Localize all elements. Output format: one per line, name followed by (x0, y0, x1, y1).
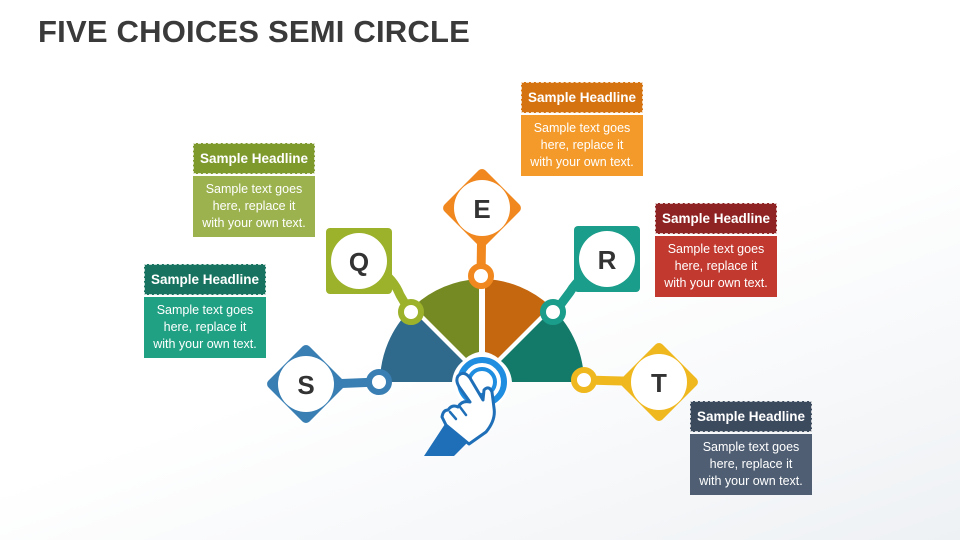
ring-q (398, 299, 424, 325)
card-text: Sample text goes here, replace it with y… (690, 434, 812, 495)
node-letter-e: E (473, 194, 490, 224)
card-text: Sample text goes here, replace it with y… (144, 297, 266, 358)
card-headline: Sample Headline (521, 82, 643, 113)
ring-r (540, 299, 566, 325)
card-text-line: Sample text goes (205, 182, 303, 196)
card-text-line: with your own text. (530, 155, 634, 169)
card-headline: Sample Headline (144, 264, 266, 295)
card-text-line: Sample text goes (667, 242, 765, 256)
node-s[interactable]: S (265, 343, 347, 425)
card-slate: Sample Headline Sample text goes here, r… (690, 401, 812, 495)
card-text-line: Sample text goes (702, 440, 800, 454)
pointing-hand-icon (424, 371, 496, 456)
card-teal: Sample Headline Sample text goes here, r… (144, 264, 266, 358)
card-headline: Sample Headline (690, 401, 812, 432)
node-letter-t: T (651, 368, 667, 398)
ring-s (366, 369, 392, 395)
node-t[interactable]: T (618, 341, 700, 423)
ring-t (571, 367, 597, 393)
ring-e (468, 263, 494, 289)
card-text-line: with your own text. (153, 337, 257, 351)
node-q[interactable]: Q (326, 228, 392, 294)
card-text-line: here, replace it (674, 259, 758, 273)
card-text-line: here, replace it (212, 199, 296, 213)
node-letter-r: R (598, 245, 617, 275)
card-text-line: here, replace it (709, 457, 793, 471)
node-e[interactable]: E (441, 167, 523, 249)
semicircle-segment-2[interactable] (414, 279, 479, 358)
card-text-line: here, replace it (540, 138, 624, 152)
card-text-line: with your own text. (699, 474, 803, 488)
semicircle-segment-1[interactable] (380, 309, 463, 382)
card-text: Sample text goes here, replace it with y… (193, 176, 315, 237)
card-orange: Sample Headline Sample text goes here, r… (521, 82, 643, 176)
card-text-line: here, replace it (163, 320, 247, 334)
card-text: Sample text goes here, replace it with y… (521, 115, 643, 176)
card-text-line: with your own text. (664, 276, 768, 290)
card-text-line: Sample text goes (156, 303, 254, 317)
card-headline: Sample Headline (193, 143, 315, 174)
card-text: Sample text goes here, replace it with y… (655, 236, 777, 297)
semicircle-segment-4[interactable] (501, 309, 584, 382)
card-red: Sample Headline Sample text goes here, r… (655, 203, 777, 297)
card-text-line: with your own text. (202, 216, 306, 230)
node-letter-s: S (297, 370, 314, 400)
node-letter-q: Q (349, 247, 369, 277)
node-r[interactable]: R (574, 226, 640, 292)
page-title: FIVE CHOICES SEMI CIRCLE (38, 14, 470, 49)
card-text-line: Sample text goes (533, 121, 631, 135)
semicircle-segment-3[interactable] (485, 279, 550, 358)
card-green: Sample Headline Sample text goes here, r… (193, 143, 315, 237)
card-headline: Sample Headline (655, 203, 777, 234)
